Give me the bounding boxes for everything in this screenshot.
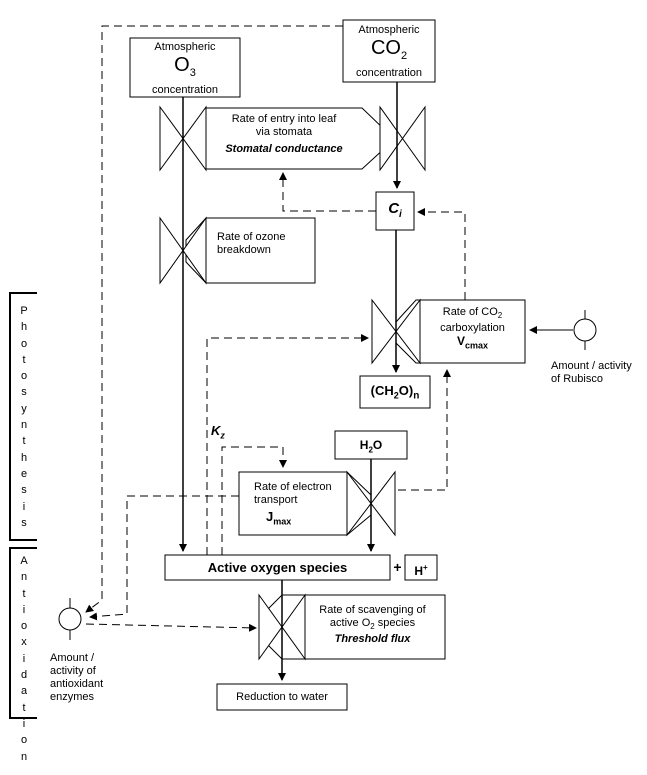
ci-box — [375, 191, 415, 231]
scavenging-label: Rate of scavenging of active O2 species … — [319, 604, 426, 646]
ch2o-box — [359, 375, 431, 409]
valve-co2-stomata — [379, 105, 426, 172]
dash-kz-to-electron — [221, 446, 287, 555]
photosynthesis-bracket — [9, 292, 37, 541]
electron-transport-label: Rate of electron transport Jmax — [254, 481, 332, 527]
reduction-box — [216, 683, 348, 711]
rubisco-label: Amount / activity of Rubisco — [551, 360, 632, 385]
ci-label: Ci — [388, 200, 402, 220]
antioxidant-enzymes-label: Amount / activity of antioxidant enzymes — [50, 652, 104, 703]
hplus-box — [404, 554, 438, 581]
h2o-label: H2O — [359, 438, 383, 455]
dash-carbox-to-ci — [417, 208, 466, 300]
plus-sign: + — [393, 559, 402, 575]
o3-box-label: Atmospheric O3 concentration — [151, 41, 219, 96]
dash-antioxidant-to-scav — [85, 623, 257, 632]
ch2o-label: (CH2O)n — [370, 383, 420, 402]
rubisco-enzyme-symbol — [573, 310, 597, 350]
o3-box — [129, 37, 241, 98]
aos-box — [164, 554, 391, 581]
co2-box-label: Atmospheric CO2 concentration — [355, 24, 423, 79]
dash-electron-to-antioxidant — [89, 495, 239, 621]
stomata-box-label: Rate of entry into leaf via stomata Stom… — [225, 113, 343, 155]
dash-ci-to-stomata — [279, 172, 376, 212]
aos-label: Active oxygen species — [207, 560, 348, 575]
reduction-label: Reduction to water — [236, 691, 328, 703]
dash-co2-to-antioxidant — [85, 25, 343, 613]
dash-electron-to-carbox — [398, 369, 451, 491]
co2-box — [342, 19, 436, 83]
hplus-label: H+ — [414, 563, 428, 578]
dash-aos-to-carbox — [206, 334, 369, 555]
kz-label: Kz — [211, 423, 225, 441]
dashed-connectors — [85, 25, 466, 632]
antioxidant-enzyme-symbol — [58, 598, 82, 640]
antioxidation-bracket — [9, 547, 37, 719]
h2o-box — [334, 430, 408, 460]
carboxylation-label: Rate of CO2 carboxylation Vcmax — [440, 306, 505, 351]
ozone-breakdown-label: Rate of ozone breakdown — [217, 231, 286, 256]
